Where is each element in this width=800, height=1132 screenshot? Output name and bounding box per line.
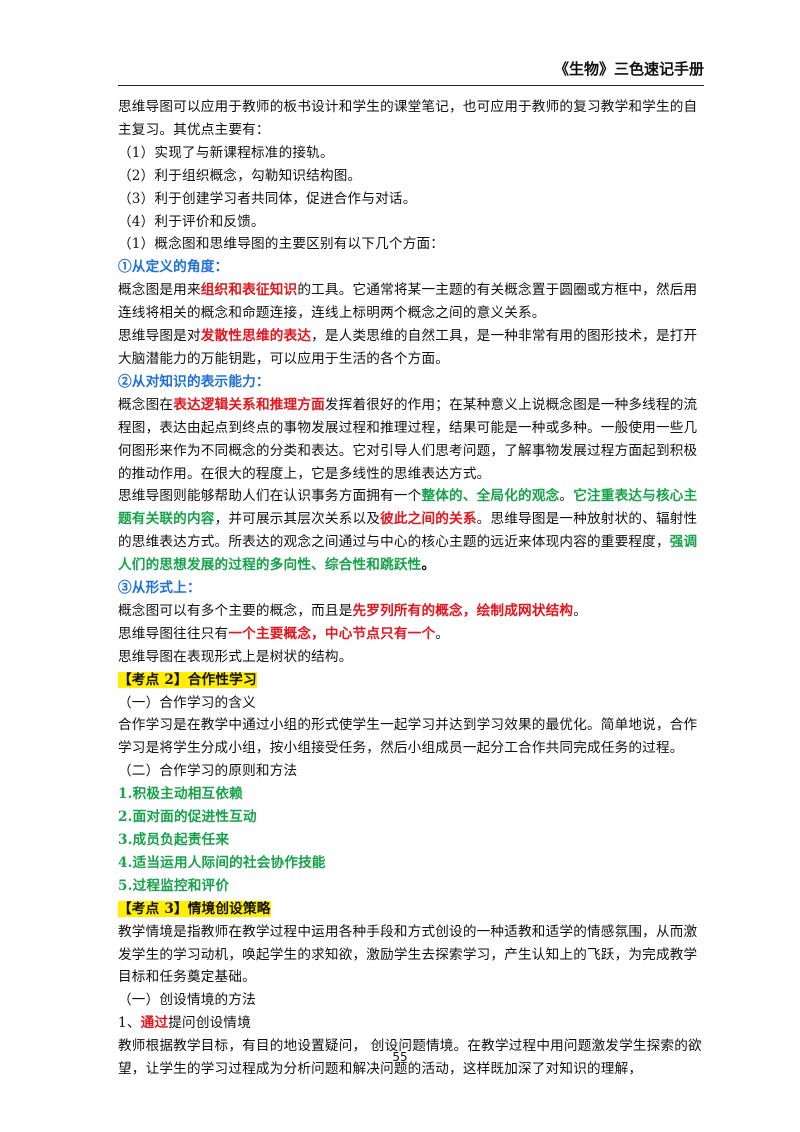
page-content: 思维导图可以应用于教师的板书设计和学生的课堂笔记，也可应用于教师的复习教学和学生… bbox=[118, 96, 708, 1081]
exam-point-2-heading: 【考点 2】合作性学习 bbox=[118, 671, 257, 688]
list-item: （1）实现了与新课程标准的接轨。 bbox=[118, 144, 334, 161]
exam-point-3-heading: 【考点 3】情境创设策略 bbox=[118, 900, 271, 917]
principle-item: 3.成员负起责任来 bbox=[118, 832, 230, 848]
mind-map-representation: 思维导图则能够帮助人们在认识事务方面拥有一个整体的、全局化的观念。它注重表达与核… bbox=[118, 488, 698, 574]
intro-paragraph: 思维导图可以应用于教师的板书设计和学生的课堂笔记，也可应用于教师的复习教学和学生… bbox=[118, 99, 698, 138]
list-item: （4）利于评价和反馈。 bbox=[118, 213, 265, 230]
principle-item: 5.过程监控和评价 bbox=[118, 877, 230, 894]
concept-map-form: 概念图可以有多个主要的概念，而且是先罗列所有的概念，绘制成网状结构。 bbox=[118, 602, 587, 619]
subsection-heading: （一）创设情境的方法 bbox=[118, 992, 256, 1009]
section-heading-definition: ①从定义的角度： bbox=[118, 259, 229, 276]
mind-map-definition: 思维导图是对发散性思维的表达，是人类思维的自然工具，是一种非常有用的图形技术，是… bbox=[118, 328, 698, 367]
list-item: （3）利于创建学习者共同体，促进合作与对话。 bbox=[118, 190, 417, 207]
mind-map-structure: 思维导图在表现形式上是树状的结构。 bbox=[118, 648, 353, 665]
teaching-situation-definition: 教学情境是指教师在教学过程中运用各种手段和方式创设的一种适教和适学的情感氛围，从… bbox=[118, 923, 698, 986]
page-header: 《生物》三色速记手册 bbox=[118, 58, 704, 86]
list-item: （1）概念图和思维导图的主要区别有以下几个方面： bbox=[118, 236, 445, 253]
method-description: 教师根据教学目标，有目的地设置疑问， 创设问题情境。在教学过程中用问题激发学生探… bbox=[118, 1038, 702, 1078]
concept-map-definition: 概念图是用来组织和表征知识的工具。它通常将某一主题的有关概念置于圆圈或方框中，然… bbox=[118, 282, 698, 322]
list-item: （2）利于组织概念，勾勒知识结构图。 bbox=[118, 167, 362, 184]
principle-item: 1.积极主动相互依赖 bbox=[118, 786, 243, 803]
page-number: 55 bbox=[392, 1050, 408, 1064]
mind-map-form: 思维导图往往只有一个主要概念，中心节点只有一个。 bbox=[118, 625, 450, 642]
principle-item: 2.面对面的促进性互动 bbox=[118, 809, 257, 826]
subsection-heading: （二）合作学习的原则和方法 bbox=[118, 763, 298, 780]
header-title: 《生物》三色速记手册 bbox=[553, 60, 704, 78]
section-heading-representation: ②从对知识的表示能力： bbox=[118, 373, 270, 390]
section-heading-form: ③从形式上： bbox=[118, 580, 201, 597]
subsection-heading: （一）合作学习的含义 bbox=[118, 694, 256, 711]
cooperative-learning-definition: 合作学习是在教学中通过小组的形式使学生一起学习并达到学习效果的最优化。简单地说，… bbox=[118, 717, 698, 757]
concept-map-representation: 概念图在表达逻辑关系和推理方面发挥着很好的作用；在某种意义上说概念图是一种多线程… bbox=[118, 396, 698, 482]
method-heading: 1、通过提问创设情境 bbox=[118, 1015, 252, 1032]
principle-item: 4.适当运用人际间的社会协作技能 bbox=[118, 854, 326, 871]
